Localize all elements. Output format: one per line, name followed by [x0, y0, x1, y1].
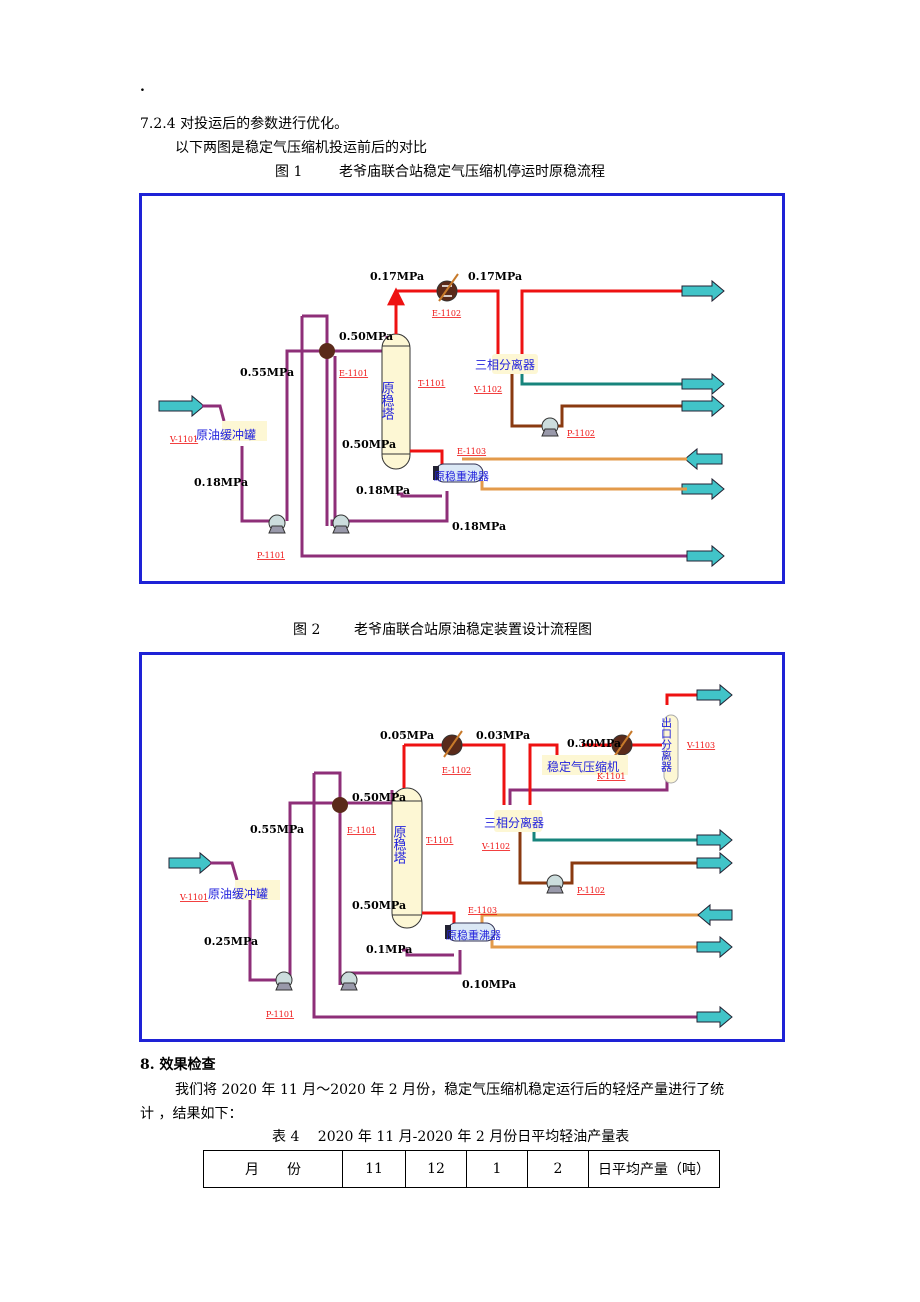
fig2-p-050bot: 0.50MPa — [352, 899, 406, 912]
fig1-tag-p1102: P-1102 — [567, 429, 595, 438]
fig2-tank-shape — [235, 880, 280, 900]
fig1-reboiler-lines — [462, 457, 687, 491]
para-8-line1: 我们将 2020 年 11 月～2020 年 2 月份，稳定气压缩机稳定运行后的… — [175, 1082, 725, 1098]
fig1-vapor-lines — [387, 287, 682, 466]
fig1-p-055: 0.55MPa — [240, 366, 294, 379]
fig1-p-017a: 0.17MPa — [370, 270, 424, 283]
fig2-tag-p1102: P-1102 — [577, 886, 605, 895]
fig2-pump-3 — [546, 874, 564, 894]
fig2-tag-v1102: V-1102 — [481, 842, 510, 851]
fig2-tag-k1101: K-1101 — [597, 772, 625, 781]
fig1-tag-e1102: E-1102 — [432, 309, 461, 318]
fig2-p-010: 0.10MPa — [462, 978, 516, 991]
fig2-inlet-arrow — [168, 851, 213, 875]
fig2-tag-v1101: V-1101 — [179, 893, 208, 902]
fig1-caption-text: 老爷庙联合站稳定气压缩机停运时原稳流程 — [339, 164, 605, 180]
fig2-p-055: 0.55MPa — [250, 823, 304, 836]
fig1-pump-2 — [332, 514, 350, 534]
fig2-tag-v1103: V-1103 — [686, 741, 715, 750]
fig2-vapor-lines — [402, 693, 702, 925]
fig2-pump-2 — [340, 971, 358, 991]
fig1-tank-label: 原油缓冲罐 — [196, 427, 256, 442]
fig2-caption-num: 图 2 — [293, 622, 321, 638]
fig2-reboiler-label: 原稳重沸器 — [446, 928, 501, 942]
intro-text: 以下两图是稳定气压缩机投运前后的对比 — [175, 140, 427, 156]
fig2-exchanger-k1101 — [611, 730, 633, 758]
fig1-tower-label: 原稳塔 — [379, 381, 395, 420]
fig2-three-phase-separator — [494, 810, 702, 885]
table-header-cell: 月 份 — [203, 1150, 343, 1188]
stray-dot: . — [140, 79, 145, 95]
fig1-p-050bot: 0.50MPa — [342, 438, 396, 451]
fig2-p-050top: 0.50MPa — [352, 791, 406, 804]
para-8-line2: 计 ，结果如下： — [140, 1106, 243, 1122]
fig2-tag-e1102: E-1102 — [442, 766, 471, 775]
figure-2-flow-diagram: 0.05MPa 0.03MPa 0.30MPa 0.50MPa 0.55MPa … — [139, 652, 785, 1042]
fig1-mixer-node — [319, 343, 335, 359]
fig2-reboiler — [445, 922, 496, 942]
fig2-pump-1 — [275, 971, 293, 991]
section-heading-8: 8. 效果检查 — [140, 1057, 216, 1073]
fig2-crude-lines — [210, 740, 697, 1019]
table-header-cell: 11 — [342, 1150, 406, 1188]
fig2-compressor-box — [542, 755, 628, 775]
fig1-exchanger-e1102 — [436, 273, 459, 302]
fig2-outlet-arrows — [696, 683, 733, 1029]
fig1-inlet-arrow — [158, 394, 205, 418]
fig2-exchanger-e1102 — [441, 730, 463, 758]
table-header-cell: 日平均产量（吨） — [588, 1150, 720, 1188]
fig1-tag-v1101: V-1101 — [169, 435, 198, 444]
fig2-reboiler-lines — [480, 913, 702, 949]
fig1-tank-shape — [222, 421, 267, 441]
fig1-outlet-arrows — [681, 279, 725, 568]
fig2-p-030: 0.30MPa — [567, 737, 621, 750]
fig1-svg: 0.17MPa 0.17MPa 0.50MPa 0.55MPa 0.50MPa … — [158, 270, 725, 568]
fig2-tag-e1103: E-1103 — [468, 906, 497, 915]
fig2-separator-label: 三相分离器 — [484, 815, 544, 830]
fig1-tag-v1102: V-1102 — [473, 385, 502, 394]
fig2-outlet-separator — [663, 714, 679, 784]
table-4: 月 份 11 12 1 2 日平均产量（吨） — [203, 1150, 720, 1188]
fig1-tag-t1101: T-1101 — [418, 379, 445, 388]
table4-caption: 表 4 2020 年 11 月-2020 年 2 月份日平均轻油产量表 — [272, 1129, 630, 1145]
table-row: 月 份 11 12 1 2 日平均产量（吨） — [203, 1150, 720, 1188]
fig2-tag-p1101: P-1101 — [266, 1010, 294, 1019]
fig2-p-005: 0.05MPa — [380, 729, 434, 742]
figure-1-flow-diagram: 0.17MPa 0.17MPa 0.50MPa 0.55MPa 0.50MPa … — [139, 193, 785, 584]
fig1-tags: E-1102 E-1101 T-1101 V-1102 V-1101 P-110… — [169, 309, 595, 560]
fig1-p-017b: 0.17MPa — [468, 270, 522, 283]
fig1-caption-num: 图 1 — [275, 164, 303, 180]
fig2-caption-text: 老爷庙联合站原油稳定装置设计流程图 — [354, 622, 592, 638]
fig1-pump-1 — [268, 514, 286, 534]
fig2-tag-e1101: E-1101 — [347, 826, 376, 835]
fig2-outlet-sep-label: 出口分离器 — [660, 716, 673, 773]
fig2-p-003: 0.03MPa — [476, 729, 530, 742]
fig1-pump-3 — [541, 417, 559, 437]
fig2-p-025: 0.25MPa — [204, 935, 258, 948]
fig2-tank-label: 原油缓冲罐 — [208, 886, 268, 901]
fig1-p-050top: 0.50MPa — [339, 330, 393, 343]
fig1-tag-e1101: E-1101 — [339, 369, 368, 378]
fig1-reboiler — [433, 463, 484, 483]
table-header-cell: 2 — [527, 1150, 589, 1188]
fig2-tags: E-1102 E-1101 T-1101 V-1102 V-1101 V-110… — [179, 741, 715, 1019]
table-header-cell: 12 — [405, 1150, 467, 1188]
fig1-tag-p1101: P-1101 — [257, 551, 285, 560]
fig1-p-018a: 0.18MPa — [194, 476, 248, 489]
fig2-compressor-label: 稳定气压缩机 — [547, 759, 619, 774]
fig1-reboiler-label: 原稳重沸器 — [434, 469, 489, 483]
fig1-tag-e1103: E-1103 — [457, 447, 486, 456]
fig1-p-018c: 0.18MPa — [452, 520, 506, 533]
fig1-p-018b: 0.18MPa — [356, 484, 410, 497]
fig1-separator-label: 三相分离器 — [475, 357, 535, 372]
fig2-svg: 0.05MPa 0.03MPa 0.30MPa 0.50MPa 0.55MPa … — [168, 683, 733, 1029]
fig2-tag-t1101: T-1101 — [426, 836, 453, 845]
table-header-cell: 1 — [466, 1150, 528, 1188]
fig2-p-01: 0.1MPa — [366, 943, 412, 956]
section-heading-724: 7.2.4 对投运后的参数进行优化。 — [140, 116, 349, 132]
fig2-tower — [391, 787, 423, 929]
fig2-tower-label: 原稳塔 — [391, 825, 407, 864]
fig2-mixer-node — [332, 797, 348, 813]
